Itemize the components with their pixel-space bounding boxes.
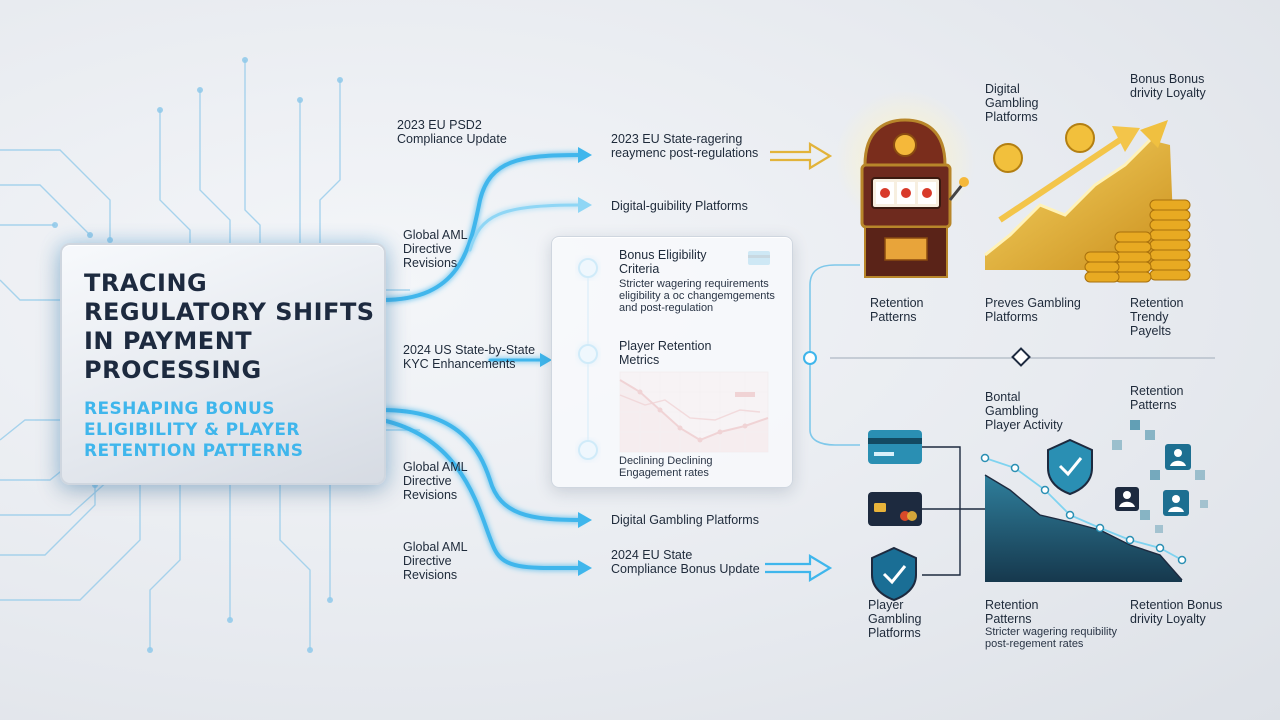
flow-arrows xyxy=(380,153,582,571)
panel-item2-title: Player Retention Metrics xyxy=(619,339,712,367)
flow-label-1: 2023 EU State-ragering reaymenc post-reg… xyxy=(611,132,759,160)
shield-check-icon xyxy=(871,438,1093,602)
divider-diamond xyxy=(1011,347,1031,367)
credit-card-icon xyxy=(868,430,922,526)
label-retention-patterns-bottom: Retention Patterns xyxy=(985,598,1039,626)
label-retention-desc: Stricter wagering requibility post-regem… xyxy=(985,626,1118,650)
circuit-traces xyxy=(0,60,420,650)
flow-label-4: 2024 EU State Compliance Bonus Update xyxy=(611,548,760,576)
label-retention-patterns: Retention Patterns xyxy=(870,296,924,324)
pixel-grid xyxy=(1112,420,1208,533)
page-subtitle: RESHAPING BONUS ELIGIBILITY & PLAYER RET… xyxy=(84,399,304,461)
label-retention-patterns-top: Retention Patterns xyxy=(1130,384,1184,412)
regulation-label-2: Global AML Directive Revisions xyxy=(403,228,468,270)
label-bonus-loyalty-bottom: Retention Bonus drivity Loyalty xyxy=(1130,598,1223,626)
label-retention-trendy: Retention Trendy Payelts xyxy=(1130,296,1184,338)
flow-label-3: Digital Gambling Platforms xyxy=(611,513,759,527)
panel-item3-desc: Declining Declining Engagement rates xyxy=(619,455,713,479)
arrow-heads xyxy=(540,147,592,576)
regulation-label-5: Global AML Directive Revisions xyxy=(403,540,468,582)
label-preves-platforms: Preves Gambling Platforms xyxy=(985,296,1081,324)
right-connectors xyxy=(809,264,860,446)
coin-stacks xyxy=(1084,199,1191,283)
flow-label-2: Digital-guibility Platforms xyxy=(611,199,748,213)
regulation-label-1: 2023 EU PSD2 Compliance Update xyxy=(397,118,507,146)
regulation-label-4: Global AML Directive Revisions xyxy=(403,460,468,502)
panel-item1-desc: Stricter wagering requirements eligibili… xyxy=(619,278,775,314)
card-connector xyxy=(922,446,985,576)
label-player-platforms: Player Gambling Platforms xyxy=(868,598,922,640)
decline-chart xyxy=(980,453,1187,582)
outline-arrow-gold xyxy=(770,142,833,170)
slot-machine-icon xyxy=(835,90,975,278)
regulation-label-3: 2024 US State-by-State KYC Enhancements xyxy=(403,343,536,371)
outline-arrow-blue xyxy=(765,554,833,582)
page-title: TRACING REGULATORY SHIFTS IN PAYMENT PRO… xyxy=(84,269,375,384)
title-panel: TRACING REGULATORY SHIFTS IN PAYMENT PRO… xyxy=(60,243,386,485)
label-bonus-loyalty: Bonus Bonus drivity Loyalty xyxy=(1130,72,1206,100)
impact-panel xyxy=(551,236,793,488)
coin-icon xyxy=(993,123,1095,173)
panel-item1-title: Bonus Eligibility Criteria xyxy=(619,248,707,276)
label-player-activity: Bontal Gambling Player Activity xyxy=(985,390,1063,432)
label-digital-platforms: Digital Gambling Platforms xyxy=(985,82,1039,124)
user-icon xyxy=(1115,444,1191,516)
